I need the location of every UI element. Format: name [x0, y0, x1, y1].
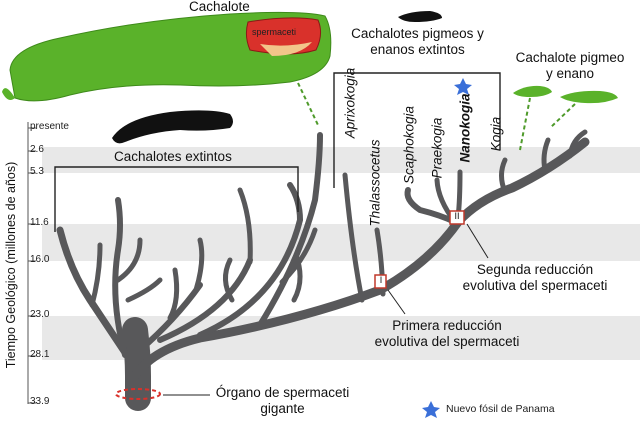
marker-label-ii: II	[454, 211, 460, 221]
annotation-giant-organ-line2: gigante	[260, 401, 305, 416]
legend-star-icon	[422, 401, 440, 418]
label-pygmy-extinct-line2: enanos extintos	[370, 42, 465, 57]
pointer-first-reduction	[387, 289, 406, 315]
bracket-extinct-sperm-whales	[54, 166, 299, 232]
connector-pygmy-1	[519, 97, 531, 151]
tick-label-28-1: 28.1	[30, 349, 50, 360]
connector-sperm-whale	[297, 82, 319, 126]
label-cachalote: Cachalote	[189, 0, 250, 14]
spermaceti-origin-ellipse	[115, 388, 161, 400]
annotation-second-reduction: Segunda reducción evolutiva del spermace…	[440, 262, 630, 294]
tick-label-16-0: 16.0	[30, 254, 50, 265]
new-fossil-star-icon	[454, 78, 472, 95]
genus-nanokogia: Nanokogia	[457, 93, 473, 163]
annotation-first-reduction-line1: Primera reducción	[392, 318, 502, 333]
axis-title: Tiempo Geológico (millones de años)	[4, 161, 18, 369]
connector-pygmy-2	[549, 103, 576, 129]
label-extinct-sperm-whales: Cachalotes extintos	[114, 149, 232, 164]
marker-label-i: I	[379, 275, 383, 285]
extinct-whale-silhouette	[112, 110, 233, 144]
tick-label-23-0: 23.0	[30, 309, 50, 320]
label-pygmy-living-line1: Cachalote pigmeo	[515, 50, 625, 65]
axis-tick-marks	[28, 127, 36, 404]
annotation-second-reduction-line1: Segunda reducción	[476, 262, 594, 277]
clade-brackets	[54, 72, 501, 232]
annotation-first-reduction: Primera reducción evolutiva del spermace…	[352, 318, 542, 350]
label-pygmy-extinct-line1: Cachalotes pigmeos y	[351, 26, 484, 41]
annotation-second-reduction-line2: evolutiva del spermaceti	[462, 278, 608, 293]
tick-label-11-6: 11.6	[30, 217, 49, 228]
trunk-base	[122, 317, 151, 411]
label-spermaceti-in-head: spermaceti	[252, 27, 297, 37]
genus-aprixokogia: Aprixokogia	[342, 67, 358, 139]
annotation-giant-organ: Órgano de spermaceti gigante	[205, 385, 360, 417]
extinct-pygmy-silhouette	[398, 11, 442, 22]
label-pygmy-living-line2: y enano	[545, 66, 595, 81]
marker-second-reduction	[449, 210, 465, 225]
pygmy-whale-illustrations	[513, 85, 618, 104]
main-stem	[127, 137, 590, 385]
time-band-middle-miocene	[42, 224, 640, 261]
genus-thalassocetus: Thalassocetus	[367, 139, 383, 227]
annotation-giant-organ-line1: Órgano de spermaceti	[215, 385, 350, 400]
tick-label-5-3: 5.3	[30, 166, 44, 177]
phylogenetic-tree	[56, 129, 590, 411]
tick-label-present: presente	[30, 121, 69, 132]
bracket-pygmy-extinct	[333, 72, 501, 188]
tick-label-2-6: 2.6	[30, 144, 44, 155]
tick-label-33-9: 33.9	[30, 396, 50, 407]
label-pygmy-living: Cachalote pigmeo y enano	[505, 50, 635, 82]
pointer-second-reduction	[466, 223, 489, 259]
marker-first-reduction	[374, 274, 387, 289]
annotation-first-reduction-line2: evolutiva del spermaceti	[374, 334, 520, 349]
legend-label: Nuevo fósil de Panama	[446, 403, 555, 415]
genus-scaphokogia: Scaphokogia	[401, 105, 417, 185]
label-pygmy-extinct: Cachalotes pigmeos y enanos extintos	[330, 26, 505, 58]
genus-kogia: Kogia	[488, 116, 504, 152]
genus-praekogia: Praekogia	[429, 117, 445, 179]
sperm-whale-illustration	[2, 11, 332, 102]
